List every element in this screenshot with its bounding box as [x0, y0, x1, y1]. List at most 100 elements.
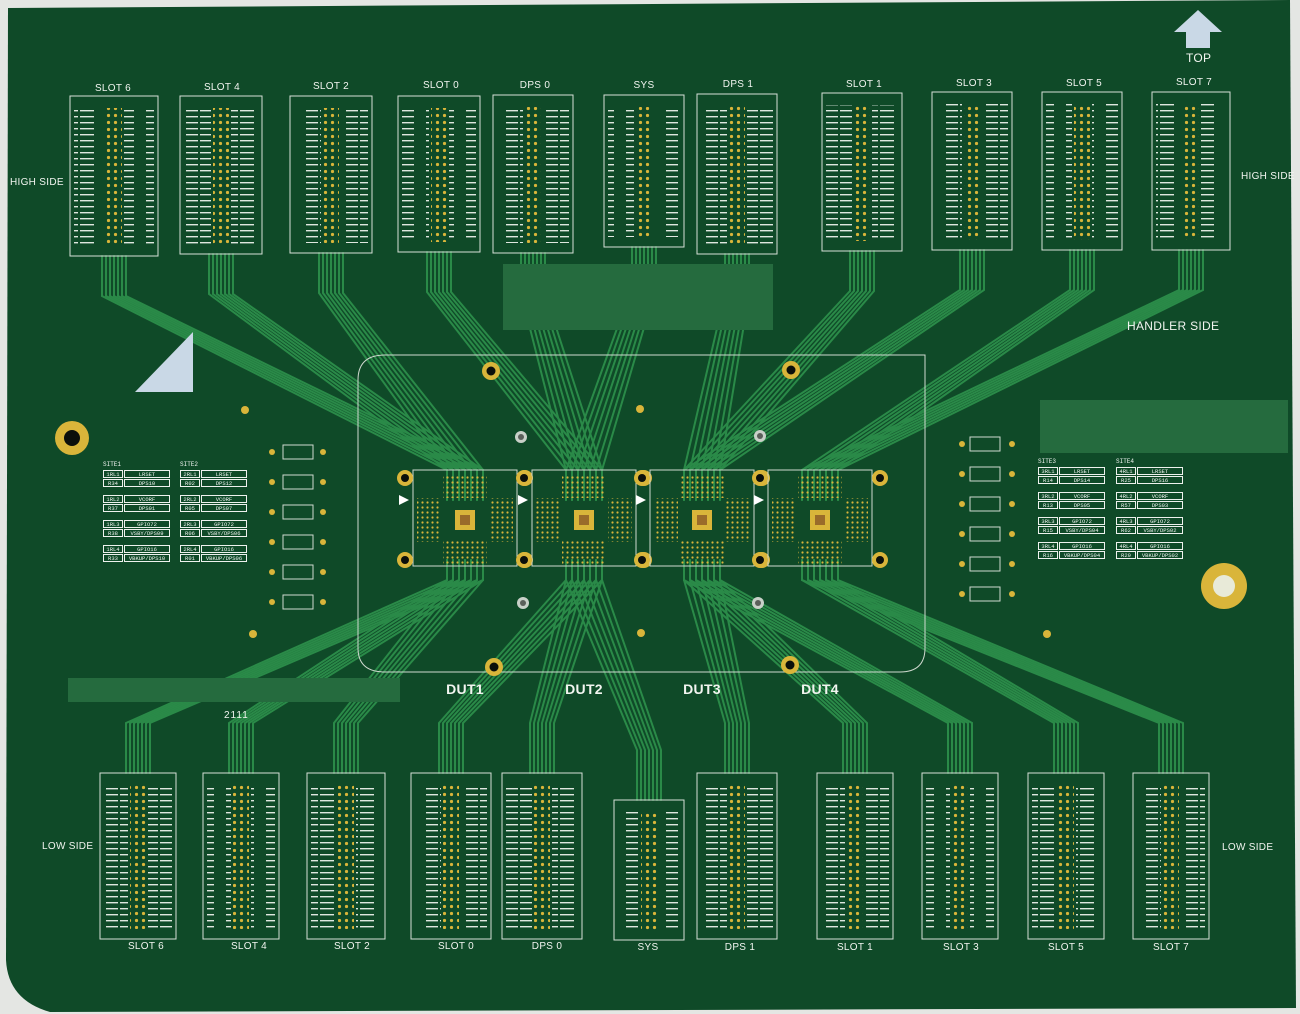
- relay-label: 2RL3: [180, 520, 200, 528]
- dut-socket-group: [397, 469, 888, 568]
- bottom-connector-2: [306, 772, 386, 940]
- relay-label: 3RL2: [1038, 492, 1058, 500]
- bottom-connector-0: [99, 772, 177, 940]
- resistor-label: R16: [1038, 551, 1058, 559]
- supply-label: VBKUP/DPS04: [1059, 551, 1105, 559]
- resistor-label: R37: [103, 504, 123, 512]
- signal-label: VCORF: [124, 495, 170, 503]
- mask-patch-right: [1040, 400, 1288, 453]
- relay-label: 1RL2: [103, 495, 123, 503]
- top-header-dps1: DPS 1: [722, 79, 754, 90]
- top-connector-3: [397, 95, 481, 253]
- dut2-label: DUT2: [565, 681, 603, 697]
- top-connector-8: [931, 91, 1013, 251]
- top-header-slot2: SLOT 2: [312, 81, 350, 92]
- resistor-label: R02: [180, 479, 200, 487]
- top-connector-4: [492, 94, 574, 254]
- signal-label: GPIO16: [124, 545, 170, 553]
- resistor-label: R38: [103, 529, 123, 537]
- resistor-label: R33: [103, 554, 123, 562]
- bottom-connector-10: [1132, 772, 1210, 940]
- relay-label: 1RL1: [103, 470, 123, 478]
- top-connector-6: [696, 93, 778, 255]
- resistor-label: R13: [1038, 501, 1058, 509]
- supply-label: DPS14: [1059, 476, 1105, 484]
- top-connector-10: [1151, 91, 1231, 251]
- top-header-sys: SYS: [633, 80, 655, 91]
- supply-label: VSBY/DPS06: [201, 529, 247, 537]
- top-label: TOP: [1186, 51, 1212, 65]
- bottom-header-slot0: SLOT 0: [437, 941, 475, 952]
- relay-label: 4RL1: [1116, 467, 1136, 475]
- bottom-connector-6: [696, 772, 778, 940]
- bottom-header-dps1: DPS 1: [724, 942, 756, 953]
- resistor-label: R57: [1116, 501, 1136, 509]
- signal-label: LRSET: [1137, 467, 1183, 475]
- site-name: SITE3: [1038, 458, 1057, 465]
- bottom-header-slot2: SLOT 2: [333, 941, 371, 952]
- signal-label: GPIO72: [124, 520, 170, 528]
- supply-label: DPS16: [1137, 476, 1183, 484]
- supply-label: DPS12: [201, 479, 247, 487]
- signal-label: GPIO16: [201, 545, 247, 553]
- site-name: SITE4: [1116, 458, 1135, 465]
- bottom-connector-9: [1027, 772, 1105, 940]
- bottom-connector-1: [202, 772, 280, 940]
- top-header-slot5: SLOT 5: [1065, 78, 1103, 89]
- bottom-header-slot1: SLOT 1: [836, 942, 874, 953]
- relay-label: 2RL4: [180, 545, 200, 553]
- top-header-slot3: SLOT 3: [955, 78, 993, 89]
- signal-label: GPIO16: [1059, 542, 1105, 550]
- signal-label: GPIO16: [1137, 542, 1183, 550]
- bottom-connector-8: [921, 772, 999, 940]
- supply-label: DPS03: [1137, 501, 1183, 509]
- bottom-connector-7: [816, 772, 894, 940]
- top-connector-0: [69, 95, 159, 257]
- bottom-header-slot6: SLOT 6: [127, 941, 165, 952]
- top-connector-5: [603, 94, 685, 248]
- bottom-header-slot7: SLOT 7: [1152, 942, 1190, 953]
- site-name: SITE2: [180, 461, 199, 468]
- top-header-dps0: DPS 0: [519, 80, 551, 91]
- high-side-left-label: HIGH SIDE: [10, 177, 64, 188]
- supply-label: VBKUP/DPS10: [124, 554, 170, 562]
- relay-label: 4RL2: [1116, 492, 1136, 500]
- signal-label: GPIO72: [201, 520, 247, 528]
- dut-socket-4: [752, 469, 888, 568]
- dut-socket-2: [516, 469, 652, 568]
- relay-label: 3RL1: [1038, 467, 1058, 475]
- resistor-label: R06: [180, 529, 200, 537]
- low-side-right-label: LOW SIDE: [1222, 842, 1274, 853]
- top-header-slot6: SLOT 6: [94, 83, 132, 94]
- bottom-header-slot3: SLOT 3: [942, 942, 980, 953]
- handler-side-label: HANDLER SIDE: [1127, 319, 1220, 333]
- top-connector-1: [179, 95, 263, 255]
- top-connector-9: [1041, 91, 1123, 251]
- resistor-label: R14: [1038, 476, 1058, 484]
- signal-label: VCORF: [1059, 492, 1105, 500]
- bottom-connector-3: [410, 772, 492, 940]
- high-side-right-label: HIGH SIDE: [1241, 171, 1295, 182]
- bottom-header-slot5: SLOT 5: [1047, 942, 1085, 953]
- bottom-header-dps0: DPS 0: [531, 941, 563, 952]
- dut4-label: DUT4: [801, 681, 839, 697]
- mask-patch-left: [68, 678, 400, 702]
- top-arrow-icon: [1174, 10, 1222, 48]
- top-connector-2: [289, 95, 373, 254]
- bottom-connector-4: [501, 772, 583, 940]
- top-connector-7: [821, 92, 903, 252]
- supply-label: DPS10: [124, 479, 170, 487]
- relay-label: 4RL3: [1116, 517, 1136, 525]
